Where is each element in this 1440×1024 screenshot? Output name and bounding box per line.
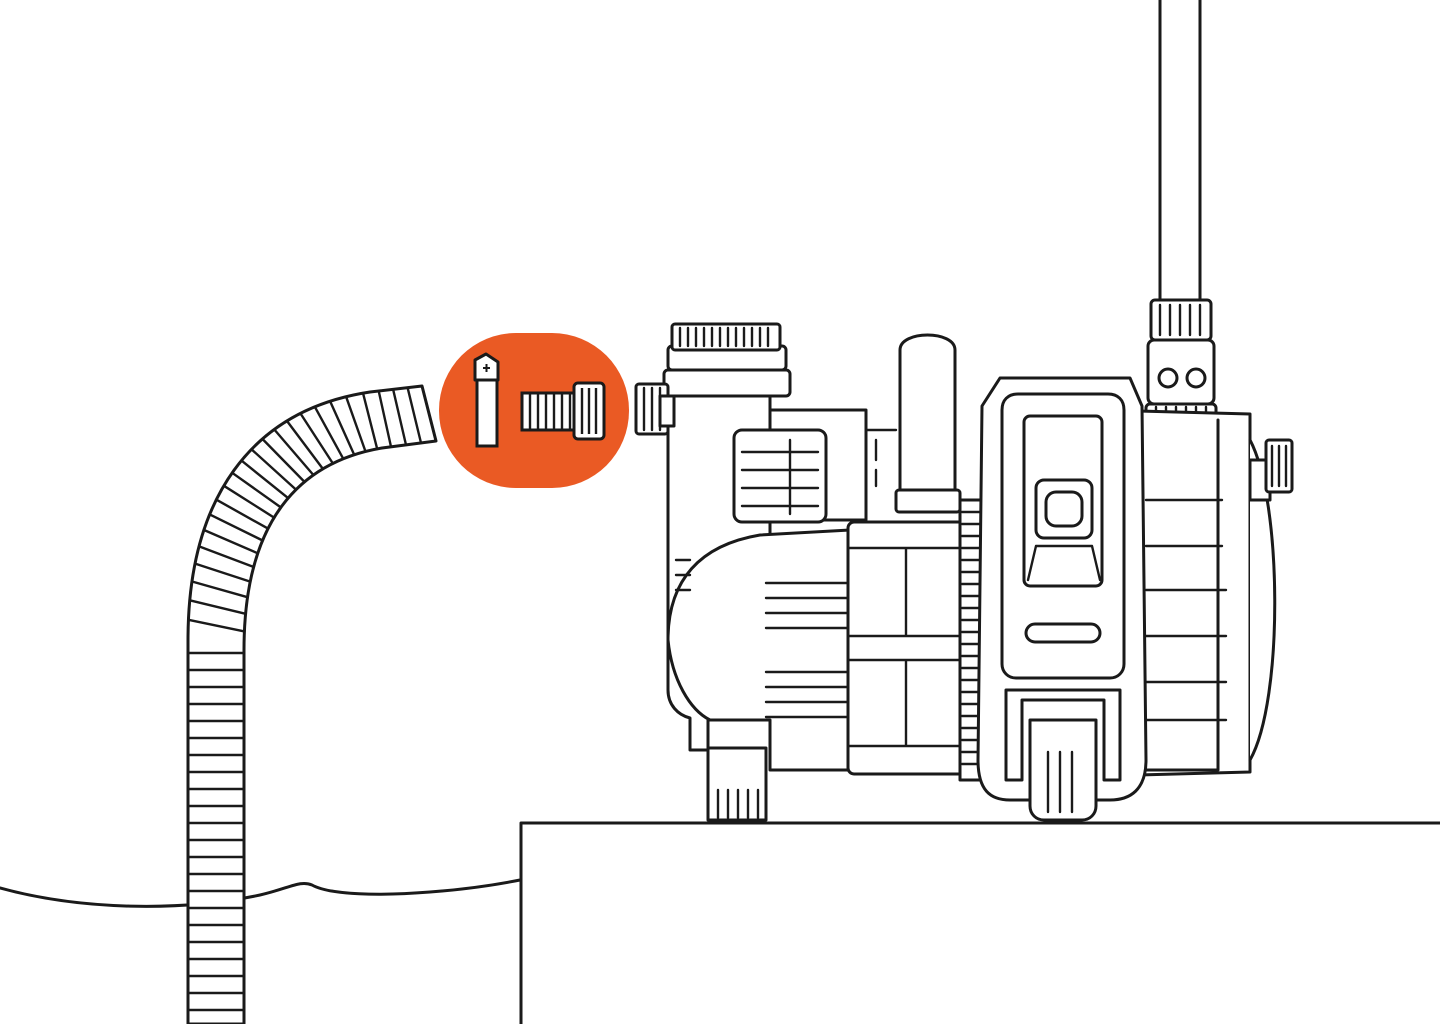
hose-rib (328, 400, 356, 456)
hose-rib (377, 389, 393, 448)
platform (519, 821, 1440, 1024)
hose-connector-icon (520, 381, 606, 441)
hose-rib (187, 618, 246, 633)
hose-rib (240, 459, 290, 500)
hose-rib (406, 386, 423, 445)
hose-rib (285, 419, 325, 471)
hose-rib (188, 599, 247, 615)
connector-callout (439, 333, 629, 488)
hose-rib (208, 513, 264, 542)
hose-rib (299, 412, 335, 465)
hose-rib (231, 471, 282, 509)
hose-rib (313, 405, 345, 460)
hose-rib (420, 384, 438, 443)
hose-rib (215, 498, 270, 530)
hose-rib (202, 528, 259, 555)
screw-icon (473, 352, 500, 448)
hose-rib (273, 428, 315, 477)
hose-rib (391, 388, 408, 447)
discharge-pipe (1144, 0, 1218, 432)
hose-rib (190, 580, 249, 599)
hose-rib (193, 562, 252, 583)
water-surface (0, 878, 522, 908)
hose-rib (261, 437, 306, 484)
suction-hose (186, 384, 438, 1024)
hose-rib (197, 545, 255, 569)
hose-rib (222, 484, 276, 519)
hose-rib (250, 448, 298, 491)
pump (634, 322, 1294, 822)
hose-rib (361, 391, 379, 451)
hose-rib (344, 395, 367, 453)
